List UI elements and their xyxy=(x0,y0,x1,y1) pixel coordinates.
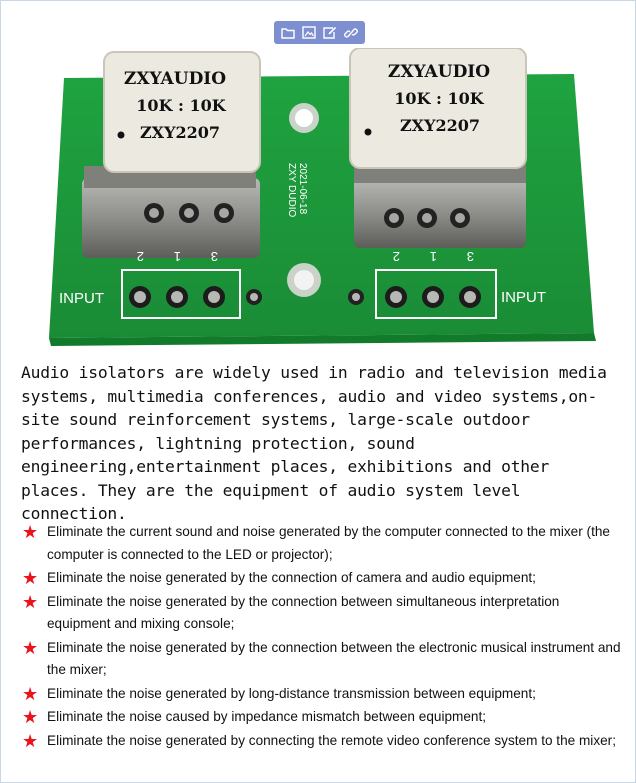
star-icon: ★ xyxy=(22,707,39,727)
left-transformer xyxy=(82,51,261,258)
right-ratio: 10K : 10K xyxy=(394,89,484,108)
star-icon: ★ xyxy=(22,568,39,588)
right-pin-2: 1 xyxy=(430,249,437,264)
list-item: ★ Eliminate the noise generated by the co… xyxy=(22,637,622,682)
left-ratio: 10K : 10K xyxy=(136,96,226,115)
star-icon: ★ xyxy=(22,637,39,658)
right-pin-3: 3 xyxy=(467,249,474,264)
right-terminal-block xyxy=(348,269,497,319)
feature-list: ★ Eliminate the current sound and noise g… xyxy=(22,521,622,753)
image-toolbar xyxy=(274,21,365,44)
right-input-label: INPUT xyxy=(501,289,546,306)
left-input-label: INPUT xyxy=(59,290,104,307)
list-item-text: Eliminate the current sound and noise ge… xyxy=(47,524,610,562)
list-item: ★ Eliminate the noise caused by impedance… xyxy=(22,706,622,729)
image-icon[interactable] xyxy=(300,24,318,42)
right-pin-1: 2 xyxy=(393,249,400,264)
edit-icon[interactable] xyxy=(321,24,339,42)
right-brand: ZXYAUDIO xyxy=(388,62,490,82)
right-transformer xyxy=(349,48,527,248)
right-model: ZXY2207 xyxy=(400,116,480,135)
list-item: ★ Eliminate the noise generated by the co… xyxy=(22,567,622,590)
left-pin-2: 1 xyxy=(174,249,181,264)
list-item-text: Eliminate the noise generated by the con… xyxy=(47,593,560,632)
product-photo: ZXYAUDIO 10K : 10K ZXY2207 ZXYAUDIO 10K … xyxy=(49,48,596,346)
left-model: ZXY2207 xyxy=(140,123,220,142)
list-item: ★ Eliminate the noise generated by connec… xyxy=(22,730,622,753)
star-icon: ★ xyxy=(22,730,39,751)
list-item-text: Eliminate the noise generated by the con… xyxy=(47,570,536,585)
board-date: 2021-06-18 xyxy=(297,163,308,215)
left-terminal-block xyxy=(121,269,262,319)
left-brand: ZXYAUDIO xyxy=(124,69,226,89)
mounting-holes xyxy=(287,103,321,297)
star-icon: ★ xyxy=(22,683,39,704)
list-item-text: Eliminate the noise generated by the con… xyxy=(47,639,621,678)
star-icon: ★ xyxy=(22,591,39,612)
link-icon[interactable] xyxy=(342,24,360,42)
list-item-text: Eliminate the noise generated by connect… xyxy=(47,732,616,748)
board-text: ZXY DUDIO xyxy=(286,163,297,217)
list-item: ★ Eliminate the noise generated by long-d… xyxy=(22,683,622,706)
list-item: ★ Eliminate the noise generated by the co… xyxy=(22,591,622,636)
list-item: ★ Eliminate the current sound and noise g… xyxy=(22,521,622,566)
list-item-text: Eliminate the noise generated by long-di… xyxy=(47,685,536,701)
left-pin-1: 2 xyxy=(137,249,144,264)
intro-paragraph: Audio isolators are widely used in radio… xyxy=(21,363,607,523)
list-item-text: Eliminate the noise caused by impedance … xyxy=(47,709,487,724)
folder-icon[interactable] xyxy=(279,24,297,42)
star-icon: ★ xyxy=(22,522,39,542)
left-pin-3: 3 xyxy=(211,249,218,264)
